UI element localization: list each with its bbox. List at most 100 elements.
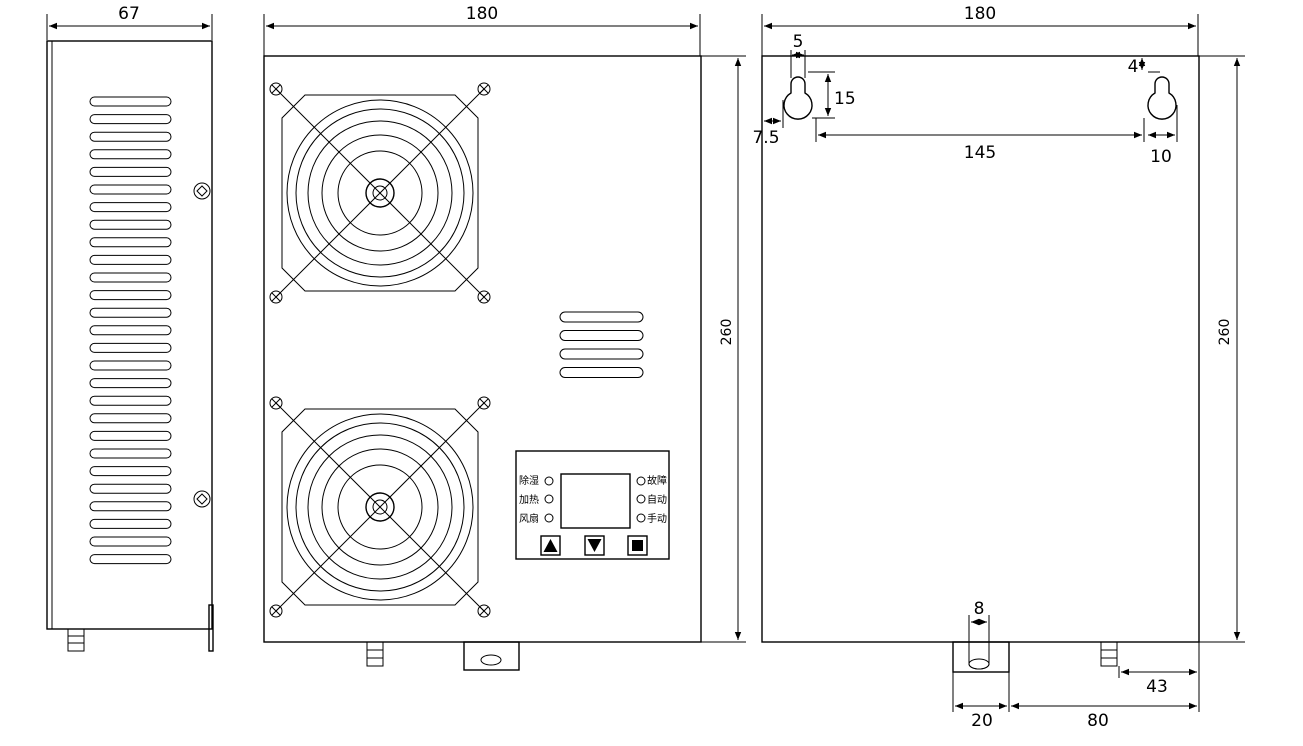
front-drain-pipe [366, 641, 384, 667]
front-vent-slot [559, 367, 644, 378]
side-screw-bottom [193, 490, 211, 508]
side-body [46, 40, 213, 630]
side-vent-slots [89, 96, 172, 565]
front-vent-slot [559, 311, 644, 323]
label-heating: 加热 [519, 493, 539, 506]
fan-screw-slot [271, 292, 281, 302]
indicator-auto [636, 494, 646, 504]
side-vent-slot [89, 518, 172, 529]
fan-frame [281, 408, 479, 606]
side-vent-slot [89, 254, 172, 265]
fan-screw [269, 82, 283, 96]
front-height-label: 260 [719, 319, 735, 346]
fan-ring [337, 464, 423, 550]
back-outlet-block [952, 641, 1010, 673]
label-dehumidify: 除湿 [519, 474, 539, 487]
side-vent-slot [89, 501, 172, 512]
fan-ring [295, 422, 465, 592]
side-mount-tab [208, 604, 214, 652]
side-vent-slot [89, 483, 172, 494]
side-vent-slot [89, 131, 172, 142]
side-vent-slot [89, 96, 172, 107]
fan-ring [321, 448, 439, 566]
stop-button[interactable] [627, 535, 648, 556]
fan-ring [337, 150, 423, 236]
side-view: 67 [46, 4, 214, 652]
outlet-offset-label: 80 [1087, 711, 1109, 731]
side-vent-slot [89, 290, 172, 301]
pipe-diameter-label: 8 [974, 599, 985, 619]
control-panel-frame [515, 450, 670, 560]
up-button[interactable] [540, 535, 561, 556]
back-drain-pipe [1100, 641, 1118, 667]
keyhole-left [783, 76, 813, 120]
side-vent-slot [89, 166, 172, 177]
side-vent-slot [89, 114, 172, 125]
side-vent-slot [89, 184, 172, 195]
drain-offset-label: 43 [1146, 677, 1168, 697]
fan-ring [286, 99, 474, 287]
indicator-fault [636, 476, 646, 486]
side-drain-pipe [67, 628, 85, 652]
back-height-label: 260 [1217, 319, 1233, 346]
side-vent-slot [89, 325, 172, 336]
control-panel: 除湿 加热 风扇 故障 自动 手动 [515, 450, 670, 560]
fan-ring [307, 434, 453, 580]
fan-screw-slot [271, 606, 281, 616]
fan-screw-slot [271, 84, 281, 94]
front-outlet-block [463, 641, 520, 671]
fan-screw [477, 604, 491, 618]
label-fault: 故障 [647, 474, 667, 487]
fan-ring [307, 120, 453, 266]
fan-ring [295, 108, 465, 278]
display-screen [560, 473, 631, 529]
fan-frame [281, 94, 479, 292]
side-vent-slot [89, 272, 172, 283]
fan-hub-center [372, 499, 388, 515]
fan-screw-slot [479, 292, 489, 302]
side-vent-slot [89, 448, 172, 459]
down-button[interactable] [584, 535, 605, 556]
back-width-label: 180 [964, 4, 996, 24]
keyhole-top-label: 4 [1128, 57, 1139, 77]
side-vent-slot [89, 536, 172, 547]
keyhole-right [1147, 76, 1177, 120]
fan-ring [286, 413, 474, 601]
label-fan: 风扇 [519, 512, 539, 525]
side-vent-slot [89, 202, 172, 213]
side-vent-slot [89, 237, 172, 248]
fan-bottom [269, 396, 491, 618]
keyhole-height-label: 15 [834, 89, 856, 109]
keyhole-spacing-label: 145 [964, 143, 996, 163]
side-vent-slot [89, 307, 172, 318]
side-vent-slot [89, 342, 172, 353]
fan-screw [477, 290, 491, 304]
fan-screw [269, 290, 283, 304]
fan-screw [477, 396, 491, 410]
fan-screw-slot [479, 606, 489, 616]
fan-screw [477, 82, 491, 96]
fan-screw-slot [479, 84, 489, 94]
fan-hub [365, 178, 395, 208]
fan-screw-slot [271, 398, 281, 408]
side-vent-slot [89, 466, 172, 477]
label-auto: 自动 [647, 493, 667, 506]
side-vent-slot [89, 360, 172, 371]
fan-top [269, 82, 491, 304]
fan-screw [269, 396, 283, 410]
keyhole-offset-label: 7.5 [752, 128, 779, 148]
indicator-manual [636, 513, 646, 523]
side-vent-slot [89, 149, 172, 160]
side-vent-slot [89, 554, 172, 565]
side-vent-slot [89, 219, 172, 230]
fan-guard-wire [275, 88, 485, 298]
side-vent-slot [89, 413, 172, 424]
fan-screw [269, 604, 283, 618]
side-vent-slot [89, 430, 172, 441]
front-vent-slot [559, 330, 644, 341]
fan-hub-center [372, 185, 388, 201]
side-vent-slot [89, 378, 172, 389]
indicator-fan [544, 513, 554, 523]
label-manual: 手动 [647, 512, 667, 525]
